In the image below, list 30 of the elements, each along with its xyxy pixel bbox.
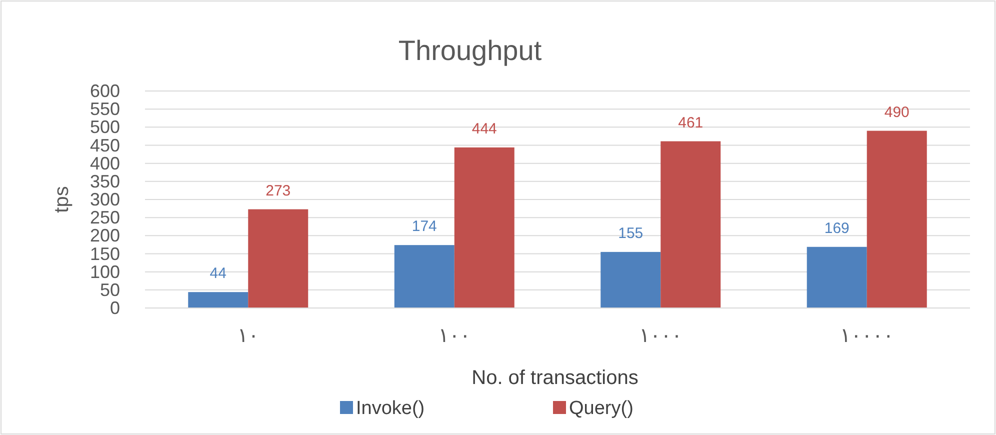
tick-label: 150 <box>90 244 120 264</box>
axis-title: tps <box>51 186 73 213</box>
data-label: 444 <box>472 120 497 138</box>
tick-label: 250 <box>90 208 120 228</box>
data-label: 490 <box>884 104 910 121</box>
category-label: ١٠٠٠ <box>639 325 682 347</box>
category-label: ١٠٠٠٠ <box>840 325 894 347</box>
data-label: 174 <box>412 218 437 236</box>
tick-label: 350 <box>90 171 120 192</box>
data-label: 44 <box>210 265 226 282</box>
data-label: 169 <box>824 220 850 237</box>
data-label: 273 <box>266 182 291 200</box>
tick-label: 200 <box>90 226 120 246</box>
tick-label: 400 <box>90 153 120 174</box>
legend-label: Query() <box>569 398 634 419</box>
tick-label: 50 <box>100 280 120 300</box>
tick-label: 100 <box>90 262 120 282</box>
tick-label: 300 <box>90 190 120 210</box>
tick-label: 450 <box>90 135 120 156</box>
data-label: 155 <box>618 224 644 242</box>
data-label: 461 <box>678 114 704 132</box>
tick-label: 500 <box>90 117 120 138</box>
category-label: ١٠٠ <box>438 325 470 347</box>
chart-title: Throughput <box>398 35 542 66</box>
tick-label: 600 <box>90 81 120 101</box>
legend-label: Invoke() <box>356 398 425 419</box>
axis-title: No. of transactions <box>472 367 638 389</box>
tick-label: 0 <box>110 298 120 318</box>
category-label: ١٠ <box>237 325 259 347</box>
tick-label: 550 <box>90 99 120 120</box>
